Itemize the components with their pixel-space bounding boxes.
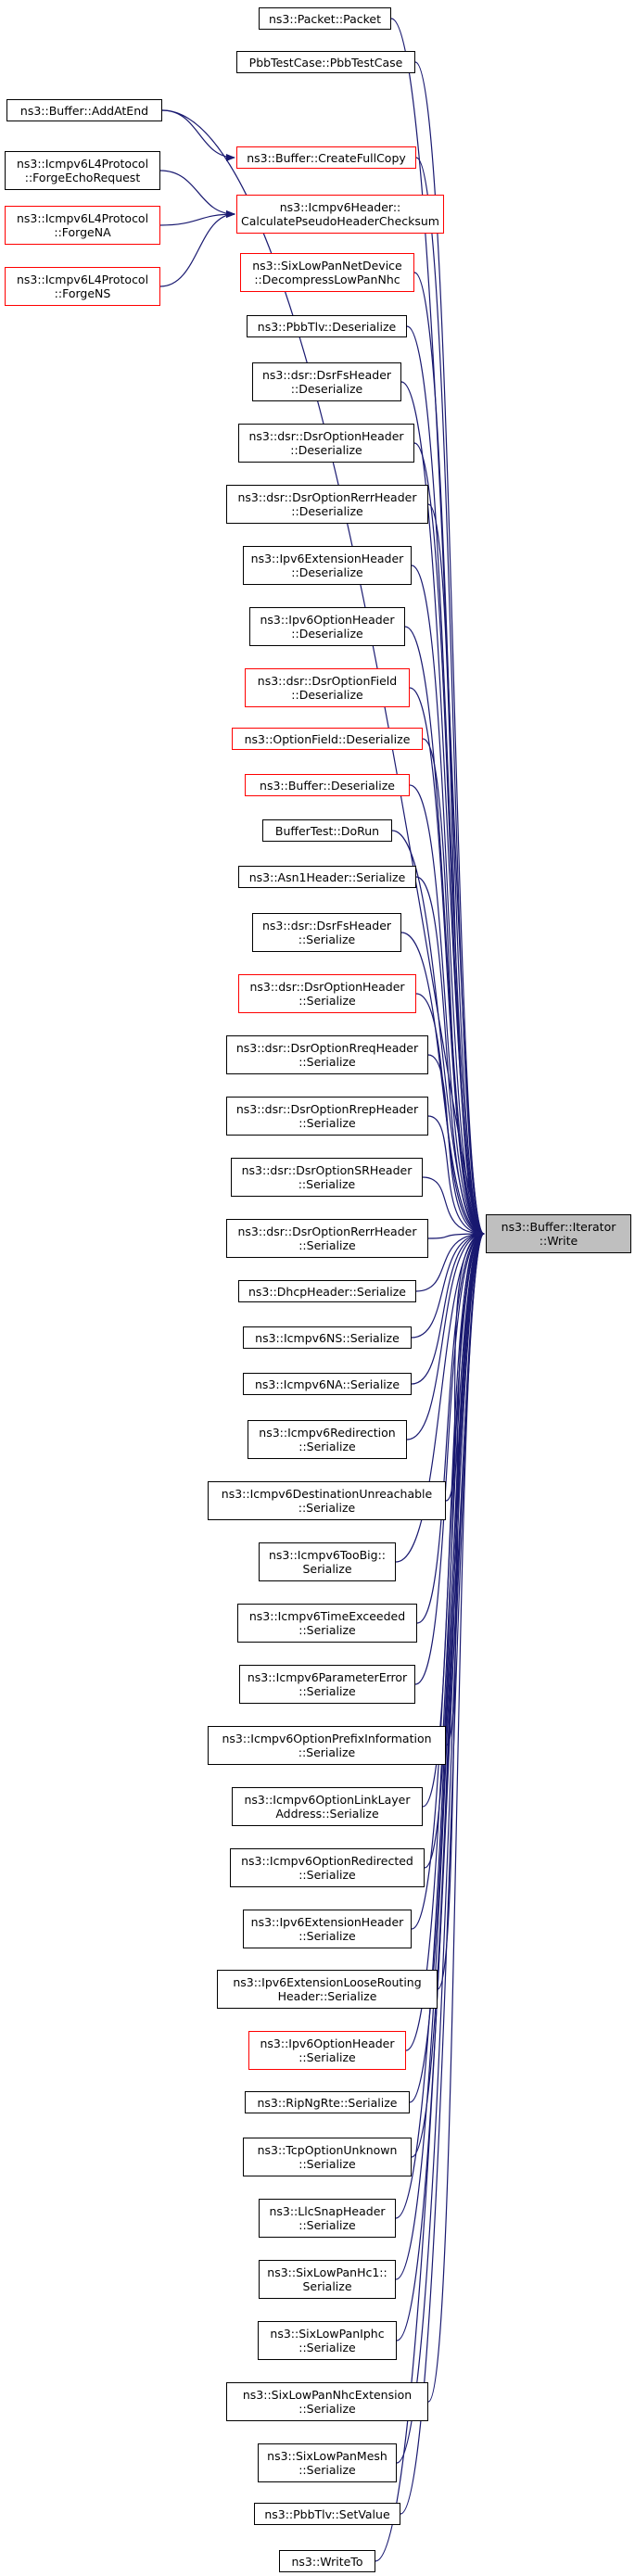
caller-node-ns3-tcpoptionunknown-serialize[interactable]: ns3::TcpOptionUnknown ::Serialize — [243, 2138, 412, 2176]
caller-node-ns3-icmpv6destinationunreachable-serialize[interactable]: ns3::Icmpv6DestinationUnreachable ::Seri… — [208, 1481, 446, 1520]
call-edge-ns3-dsr-dsrfsheader-serialize — [400, 932, 485, 1237]
caller-node-ns3-icmpv6header-calculatepseudoheaderchecksum[interactable]: ns3::Icmpv6Header:: CalculatePseudoHeade… — [236, 195, 444, 234]
call-edge-ns3-icmpv6parametererror-serialize — [414, 1230, 485, 1685]
call-edge-ns3-ipv6extensionheader-deserialize — [411, 565, 485, 1237]
caller-node-ns3-sixlowpaniphc-serialize[interactable]: ns3::SixLowPanIphc ::Serialize — [258, 2321, 397, 2360]
caller-node-ns3-dsr-dsrfsheader-serialize[interactable]: ns3::dsr::DsrFsHeader ::Serialize — [252, 913, 401, 952]
caller-node-ns3-ipv6extensionheader-serialize[interactable]: ns3::Ipv6ExtensionHeader ::Serialize — [243, 1910, 412, 1948]
caller-node-ns3-icmpv6optionprefixinformation-serialize[interactable]: ns3::Icmpv6OptionPrefixInformation ::Ser… — [208, 1726, 446, 1765]
caller-node-ns3-writeto[interactable]: ns3::WriteTo — [279, 2550, 375, 2572]
caller-node-ns3-ipv6extensionlooserouting-header-serialize[interactable]: ns3::Ipv6ExtensionLooseRouting Header::S… — [217, 1970, 438, 2009]
caller-node-ns3-icmpv6toobig-serialize[interactable]: ns3::Icmpv6TooBig:: Serialize — [259, 1542, 396, 1581]
caller-node-ns3-sixlowpanhc1-serialize[interactable]: ns3::SixLowPanHc1:: Serialize — [259, 2260, 396, 2299]
call-edge-ns3-dsr-dsroptionrreqheader-serialize — [427, 1054, 485, 1237]
caller-node-ns3-icmpv6redirection-serialize[interactable]: ns3::Icmpv6Redirection ::Serialize — [248, 1420, 407, 1459]
call-edge-ns3-sixlowpaniphc-serialize — [396, 1230, 485, 2341]
caller-node-ns3-dsr-dsroptionrerrheader-deserialize[interactable]: ns3::dsr::DsrOptionRerrHeader ::Deserial… — [226, 485, 428, 524]
call-edge-ns3-sixlowpannetdevice-decompresslowpannhc — [413, 272, 485, 1237]
caller-node-ns3-dsr-dsroptionrreqheader-serialize[interactable]: ns3::dsr::DsrOptionRreqHeader ::Serializ… — [226, 1035, 428, 1074]
call-edge-ns3-icmpv6toobig-serialize — [395, 1230, 485, 1563]
caller-node-ns3-icmpv6l4protocol-forgena[interactable]: ns3::Icmpv6L4Protocol ::ForgeNA — [5, 206, 160, 245]
caller-node-ns3-icmpv6parametererror-serialize[interactable]: ns3::Icmpv6ParameterError ::Serialize — [239, 1665, 415, 1704]
caller-node-ns3-dsr-dsroptionheader-deserialize[interactable]: ns3::dsr::DsrOptionHeader ::Deserialize — [238, 424, 414, 463]
call-edge-ns3-icmpv6timeexceeded-serialize — [416, 1230, 485, 1624]
call-edge-ns3-dsr-dsroptionrrepheader-serialize — [427, 1115, 485, 1237]
caller-node-ns3-sixlowpannhcextension-serialize[interactable]: ns3::SixLowPanNhcExtension ::Serialize — [226, 2382, 428, 2421]
call-edge-pbbtestcase-pbbtestcase — [414, 61, 485, 1237]
caller-node-ns3-dhcpheader-serialize[interactable]: ns3::DhcpHeader::Serialize — [238, 1280, 416, 1302]
caller-node-ns3-dsr-dsrfsheader-deserialize[interactable]: ns3::dsr::DsrFsHeader ::Deserialize — [252, 362, 401, 401]
call-edge-ns3-icmpv6ns-serialize — [411, 1230, 485, 1339]
call-edge-ns3-dsr-dsroptionfield-deserialize — [409, 687, 485, 1237]
target-node-buffer-iterator-write[interactable]: ns3::Buffer::Iterator ::Write — [486, 1214, 631, 1253]
call-edge-ns3-icmpv6l4protocol-forgena-to-ns3-icmpv6header-calculatepseudoheaderchecksum — [159, 210, 235, 226]
caller-node-ns3-buffer-addatend[interactable]: ns3::Buffer::AddAtEnd — [6, 99, 162, 121]
caller-node-buffertest-dorun[interactable]: BufferTest::DoRun — [262, 819, 392, 842]
caller-node-ns3-llcsnapheader-serialize[interactable]: ns3::LlcSnapHeader ::Serialize — [259, 2199, 396, 2238]
call-edge-ns3-dsr-dsroptionrerrheader-serialize — [427, 1230, 485, 1239]
call-edge-ns3-dsr-dsroptionheader-serialize — [415, 993, 485, 1237]
caller-node-ns3-buffer-deserialize[interactable]: ns3::Buffer::Deserialize — [245, 774, 410, 796]
caller-node-ns3-dsr-dsroptionrerrheader-serialize[interactable]: ns3::dsr::DsrOptionRerrHeader ::Serializ… — [226, 1219, 428, 1258]
caller-node-pbbtestcase-pbbtestcase[interactable]: PbbTestCase::PbbTestCase — [236, 51, 415, 73]
call-edge-ns3-dhcpheader-serialize — [415, 1230, 485, 1292]
call-edge-ns3-icmpv6na-serialize — [411, 1230, 485, 1385]
call-edge-ns3-icmpv6redirection-serialize — [406, 1230, 485, 1440]
caller-node-ns3-icmpv6optionredirected-serialize[interactable]: ns3::Icmpv6OptionRedirected ::Serialize — [230, 1848, 425, 1887]
caller-node-ns3-icmpv6l4protocol-forgeechorequest[interactable]: ns3::Icmpv6L4Protocol ::ForgeEchoRequest — [5, 151, 160, 190]
caller-node-ns3-dsr-dsroptionheader-serialize[interactable]: ns3::dsr::DsrOptionHeader ::Serialize — [238, 974, 416, 1013]
call-edge-ns3-optionfield-deserialize — [422, 738, 485, 1237]
caller-node-ns3-icmpv6l4protocol-forgens[interactable]: ns3::Icmpv6L4Protocol ::ForgeNS — [5, 267, 160, 306]
caller-node-ns3-dsr-dsroptionfield-deserialize[interactable]: ns3::dsr::DsrOptionField ::Deserialize — [245, 668, 410, 707]
caller-node-ns3-dsr-dsroptionsrheader-serialize[interactable]: ns3::dsr::DsrOptionSRHeader ::Serialize — [231, 1158, 423, 1197]
caller-node-ns3-ipv6optionheader-serialize[interactable]: ns3::Ipv6OptionHeader ::Serialize — [248, 2031, 406, 2070]
caller-node-ns3-icmpv6optionlinklayer-address-serialize[interactable]: ns3::Icmpv6OptionLinkLayer Address::Seri… — [232, 1787, 423, 1826]
call-edge-ns3-icmpv6l4protocol-forgens-to-ns3-icmpv6header-calculatepseudoheaderchecksum — [159, 210, 235, 287]
call-edge-ns3-ipv6optionheader-deserialize — [404, 626, 485, 1237]
caller-node-ns3-packet-packet[interactable]: ns3::Packet::Packet — [259, 7, 391, 30]
caller-node-ns3-sixlowpannetdevice-decompresslowpannhc[interactable]: ns3::SixLowPanNetDevice ::DecompressLowP… — [240, 253, 414, 292]
caller-node-ns3-pbbtlv-deserialize[interactable]: ns3::PbbTlv::Deserialize — [247, 315, 407, 337]
call-edge-ns3-buffer-addatend-to-ns3-buffer-createfullcopy — [161, 109, 235, 161]
caller-node-ns3-ripngrte-serialize[interactable]: ns3::RipNgRte::Serialize — [245, 2091, 410, 2113]
call-edge-ns3-asn1header-serialize — [415, 876, 485, 1237]
call-edge-ns3-sixlowpanhc1-serialize — [395, 1230, 485, 2280]
caller-node-ns3-icmpv6ns-serialize[interactable]: ns3::Icmpv6NS::Serialize — [243, 1326, 412, 1349]
caller-node-ns3-pbbtlv-setvalue[interactable]: ns3::PbbTlv::SetValue — [254, 2503, 400, 2525]
caller-node-ns3-ipv6extensionheader-deserialize[interactable]: ns3::Ipv6ExtensionHeader ::Deserialize — [243, 546, 412, 585]
caller-node-ns3-optionfield-deserialize[interactable]: ns3::OptionField::Deserialize — [232, 728, 423, 750]
call-edge-ns3-ipv6extensionheader-serialize — [411, 1230, 485, 1930]
caller-node-ns3-icmpv6na-serialize[interactable]: ns3::Icmpv6NA::Serialize — [243, 1373, 412, 1395]
call-edge-ns3-dsr-dsroptionsrheader-serialize — [422, 1176, 485, 1237]
caller-node-ns3-asn1header-serialize[interactable]: ns3::Asn1Header::Serialize — [238, 866, 416, 888]
caller-node-ns3-ipv6optionheader-deserialize[interactable]: ns3::Ipv6OptionHeader ::Deserialize — [249, 607, 405, 646]
call-edge-ns3-writeto — [375, 1230, 485, 2562]
caller-node-ns3-icmpv6timeexceeded-serialize[interactable]: ns3::Icmpv6TimeExceeded ::Serialize — [237, 1604, 417, 1643]
caller-node-ns3-buffer-createfullcopy[interactable]: ns3::Buffer::CreateFullCopy — [236, 146, 416, 169]
call-edge-ns3-buffer-deserialize — [409, 784, 485, 1237]
call-edge-buffertest-dorun — [391, 830, 485, 1237]
caller-node-ns3-dsr-dsroptionrrepheader-serialize[interactable]: ns3::dsr::DsrOptionRrepHeader ::Serializ… — [226, 1097, 428, 1136]
caller-node-ns3-sixlowpanmesh-serialize[interactable]: ns3::SixLowPanMesh ::Serialize — [258, 2443, 397, 2482]
call-edge-ns3-icmpv6l4protocol-forgeechorequest-to-ns3-icmpv6header-calculatepseudoheaderchecksum — [159, 170, 235, 218]
call-edge-ns3-dsr-dsroptionrerrheader-deserialize — [427, 503, 485, 1237]
call-edge-ns3-pbbtlv-deserialize — [406, 325, 485, 1237]
